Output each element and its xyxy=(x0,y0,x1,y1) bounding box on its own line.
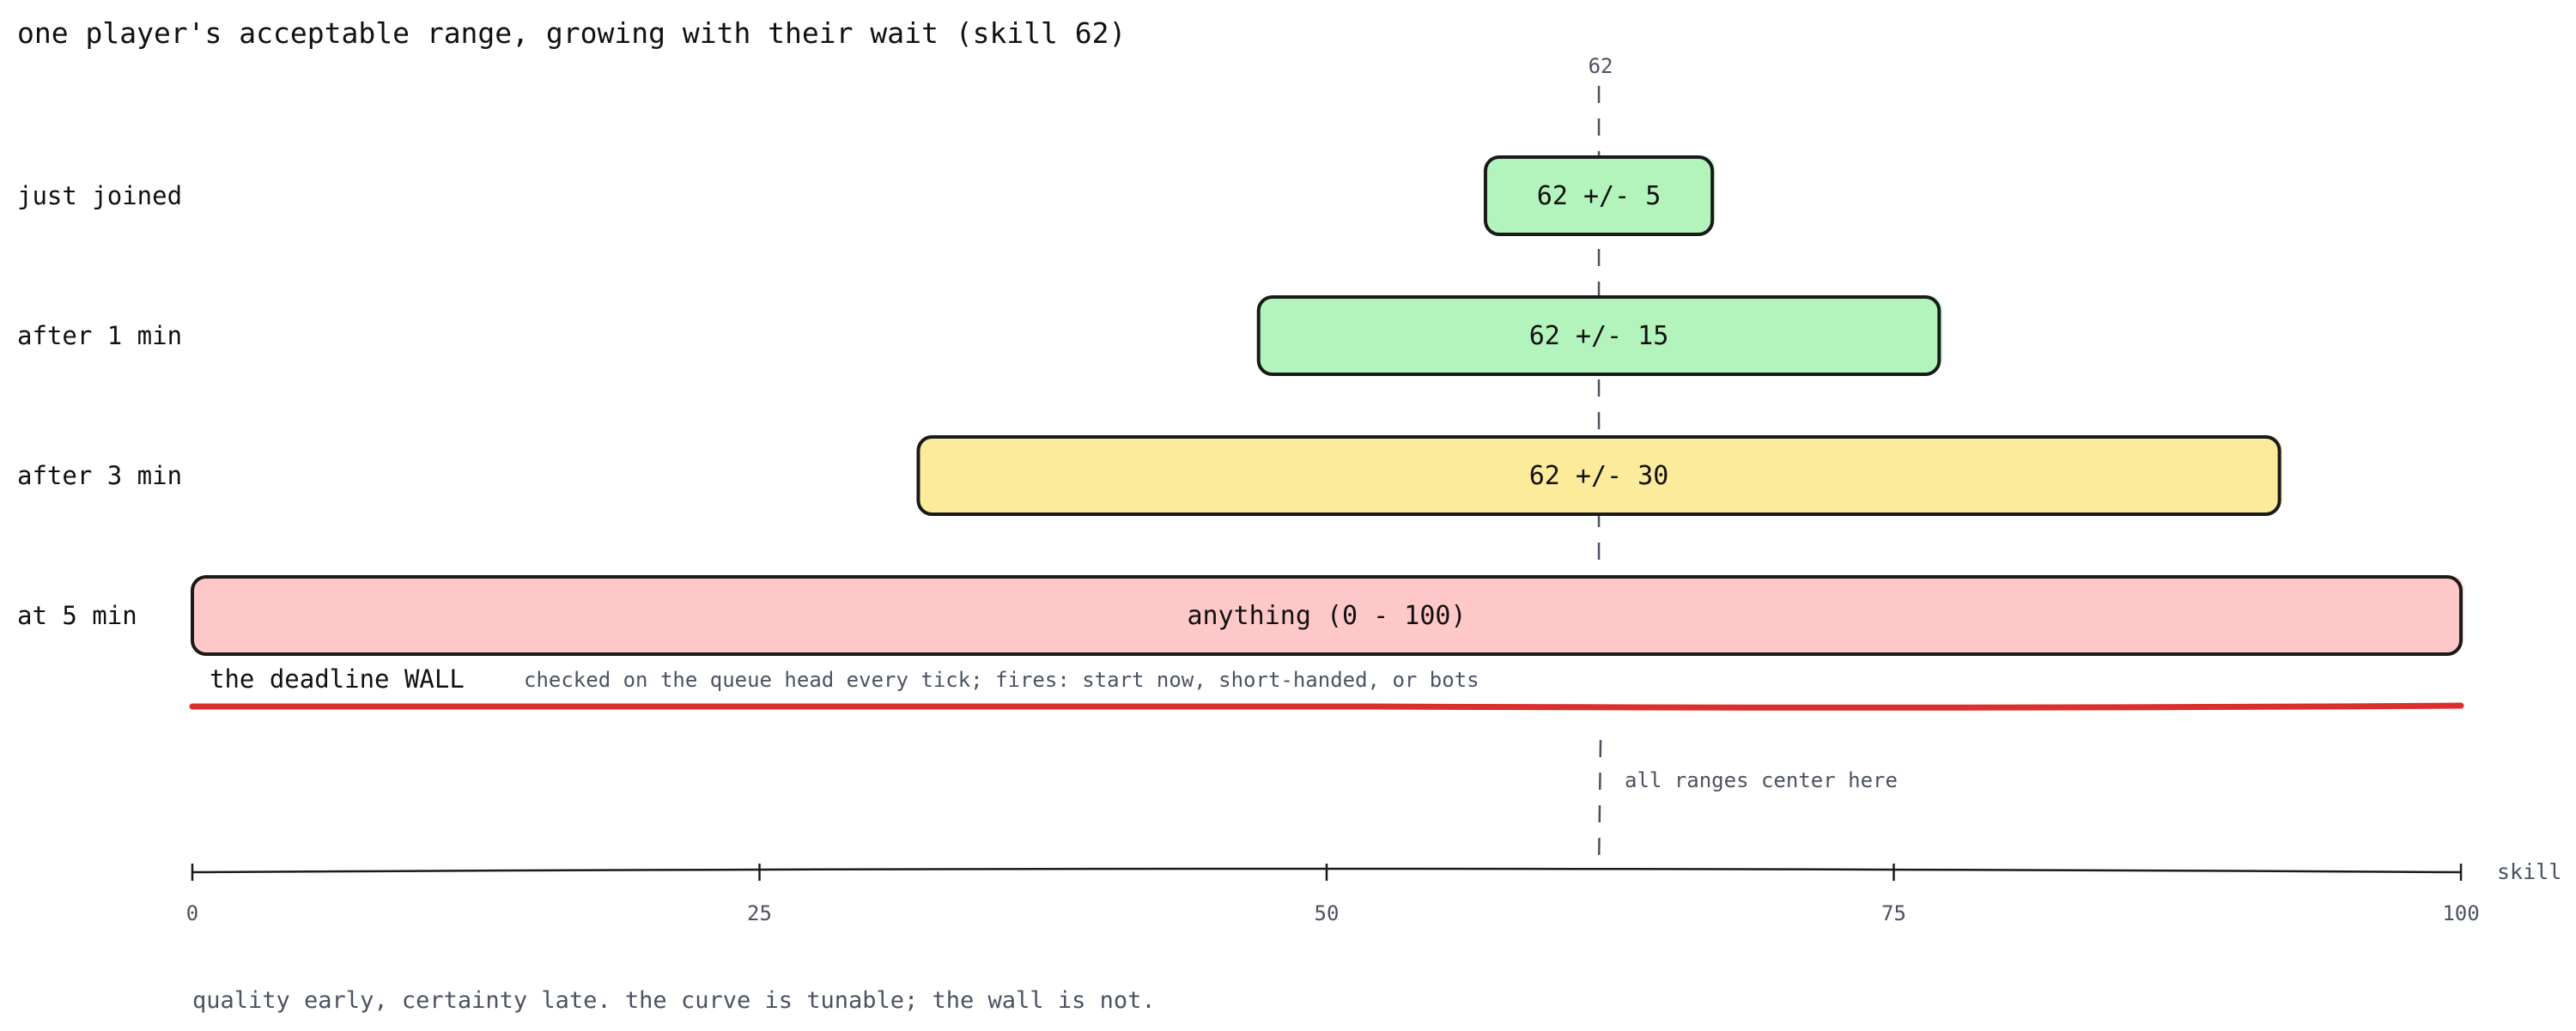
axis-tick-label: 100 xyxy=(2442,901,2479,925)
wall-note: checked on the queue head every tick; fi… xyxy=(524,668,1479,692)
range-box xyxy=(191,575,2463,656)
range-label: anything (0 - 100) xyxy=(1187,601,1466,631)
range-box xyxy=(1483,155,1715,236)
range-row-after-1-min: after 1 min 62 +/- 15 xyxy=(17,295,1943,376)
range-row-after-3-min: after 3 min 62 +/- 30 xyxy=(17,435,2283,516)
axis-tick-label: 50 xyxy=(1315,901,1340,925)
range-box xyxy=(916,435,2281,516)
axis-tick-label: 75 xyxy=(1881,901,1906,925)
center-skill-label: 62 xyxy=(1589,54,1613,78)
range-label: 62 +/- 30 xyxy=(1529,461,1669,491)
skill-axis: 0 25 50 75 100 xyxy=(186,864,2480,925)
center-line-lower xyxy=(1597,739,1602,868)
range-row-just-joined: just joined 62 +/- 5 xyxy=(17,155,1716,236)
row-label: after 1 min xyxy=(17,321,182,350)
wall-title: the deadline WALL xyxy=(210,664,465,694)
row-label: at 5 min xyxy=(17,601,137,630)
axis-tick-label: 0 xyxy=(186,901,198,925)
range-label: 62 +/- 5 xyxy=(1537,181,1662,211)
axis-tick-label: 25 xyxy=(747,901,772,925)
range-box xyxy=(1256,295,1941,376)
center-note: all ranges center here xyxy=(1625,768,1898,792)
deadline-wall-line xyxy=(189,702,2464,711)
footnote: quality early, certainty late. the curve… xyxy=(192,987,1156,1014)
range-label: 62 +/- 15 xyxy=(1529,321,1669,351)
row-label: just joined xyxy=(17,181,182,210)
row-label: after 3 min xyxy=(17,461,182,490)
axis-label: skill xyxy=(2497,859,2561,884)
diagram-title: one player's acceptable range, growing w… xyxy=(17,16,1126,50)
range-row-at-5-min: at 5 min anything (0 - 100) xyxy=(17,575,2464,656)
